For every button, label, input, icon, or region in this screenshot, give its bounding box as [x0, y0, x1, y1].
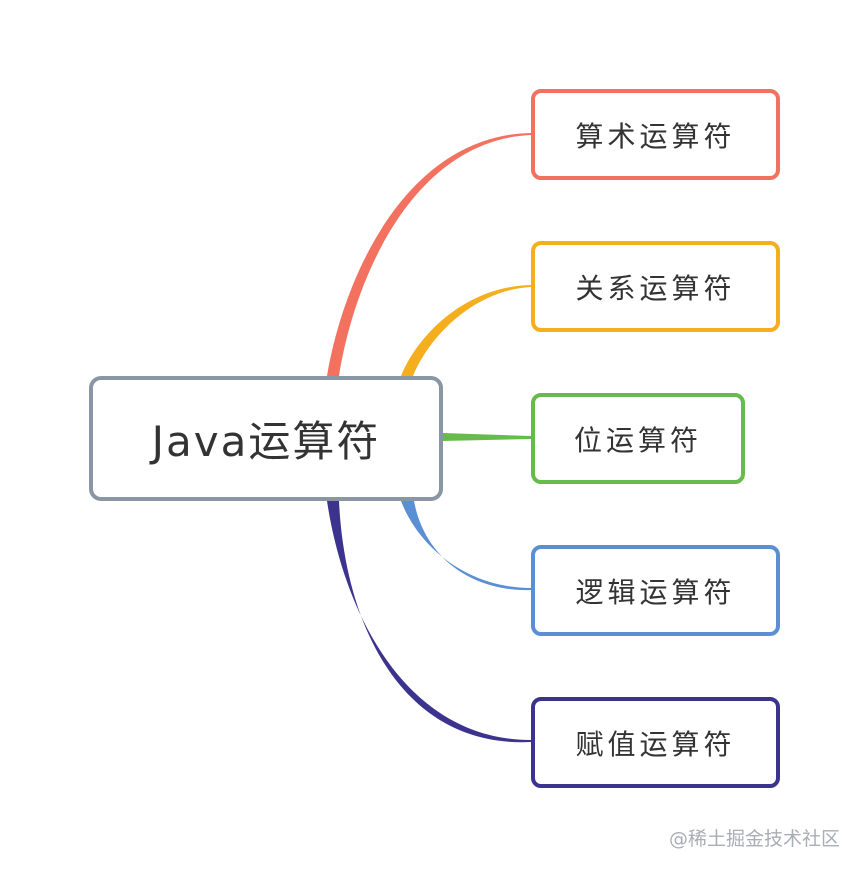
watermark: @稀土掘金技术社区 [668, 828, 840, 850]
child-node-assignment[interactable]: 赋值运算符 [531, 697, 780, 788]
child-node-label: 关系运算符 [575, 271, 736, 305]
root-node[interactable]: Java运算符 [89, 376, 443, 501]
child-node-label: 逻辑运算符 [575, 575, 736, 609]
child-node-relational[interactable]: 关系运算符 [531, 241, 780, 332]
branch-connector-relational [401, 285, 531, 376]
child-node-logical[interactable]: 逻辑运算符 [531, 545, 780, 636]
child-node-label: 算术运算符 [575, 119, 736, 153]
child-node-label: 位运算符 [573, 423, 702, 457]
root-node-label: Java运算符 [151, 417, 381, 466]
branch-connector-logical [401, 501, 531, 591]
child-node-label: 赋值运算符 [575, 727, 736, 761]
child-node-arithmetic[interactable]: 算术运算符 [531, 89, 780, 180]
child-node-bitwise[interactable]: 位运算符 [531, 393, 745, 484]
branch-connector-assignment [327, 501, 531, 743]
branch-connector-arithmetic [327, 133, 531, 376]
branch-connector-bitwise [443, 433, 531, 441]
